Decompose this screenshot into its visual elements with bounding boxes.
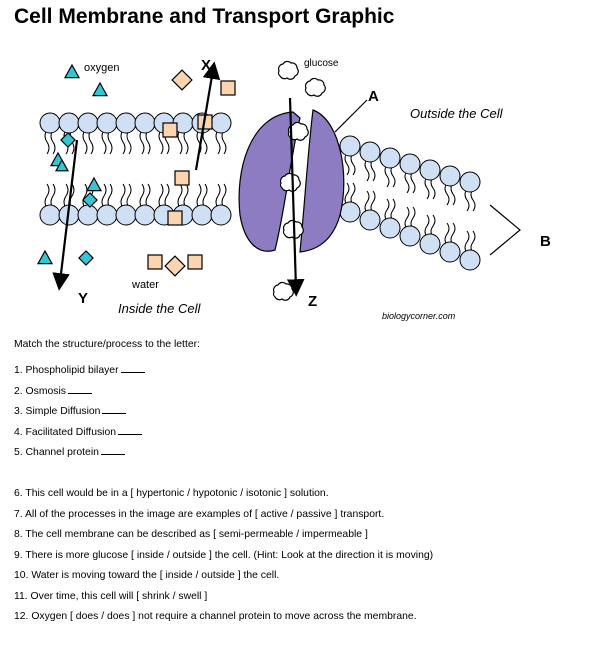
- letter-y: Y: [78, 290, 88, 307]
- phospholipid-head: [39, 112, 61, 134]
- phospholipid-head: [359, 141, 381, 163]
- glucose-label: glucose: [304, 58, 339, 69]
- phospholipid-head: [379, 217, 401, 239]
- phospholipid-head: [210, 204, 232, 226]
- water-molecule: [167, 210, 183, 226]
- glucose-molecule: [277, 60, 299, 80]
- phospholipid-head: [459, 249, 481, 271]
- membrane-diagram: oxygen glucose water Outside the Cell In…: [36, 57, 551, 321]
- transport-arrows: [52, 61, 521, 297]
- answer-blank[interactable]: [102, 404, 127, 414]
- glucose-molecule: [272, 281, 294, 301]
- letter-b: B: [540, 233, 551, 250]
- phospholipid-head: [115, 204, 137, 226]
- oxygen-molecule: [78, 250, 94, 266]
- oxygen-molecule: [85, 176, 103, 192]
- question-item: 8. The cell membrane can be described as…: [14, 529, 368, 540]
- question-list: 6. This cell would be in a [ hypertonic …: [14, 486, 433, 630]
- phospholipid-head: [77, 204, 99, 226]
- oxygen-label: oxygen: [84, 62, 119, 74]
- outside-cell-label: Outside the Cell: [410, 106, 504, 121]
- answer-blank[interactable]: [120, 363, 145, 373]
- phospholipid-head: [39, 204, 61, 226]
- phospholipid-head: [96, 112, 118, 134]
- question-item: 11. Over time, this cell will [ shrink /…: [14, 590, 208, 602]
- oxygen-molecule: [82, 192, 98, 208]
- answer-blank[interactable]: [118, 425, 143, 435]
- water-molecule: [147, 254, 163, 270]
- water-molecule: [171, 69, 193, 91]
- glucose-molecule: [304, 77, 326, 97]
- water-molecule: [187, 254, 203, 270]
- phospholipid-head: [419, 159, 441, 181]
- oxygen-molecule: [54, 158, 70, 172]
- phospholipid-head: [134, 112, 156, 134]
- question-item: 9. There is more glucose [ inside / outs…: [14, 549, 434, 561]
- phospholipid-head: [399, 153, 421, 175]
- match-item: 2. Osmosis: [14, 384, 145, 405]
- match-item: 1. Phospholipid bilayer: [14, 363, 145, 384]
- answer-blank[interactable]: [100, 445, 125, 455]
- page-title: Cell Membrane and Transport Graphic: [14, 5, 395, 28]
- phospholipid-head: [339, 201, 361, 223]
- match-item: 3. Simple Diffusion: [14, 404, 145, 425]
- oxygen-molecule: [91, 81, 109, 97]
- glucose-molecule: [279, 172, 301, 192]
- water-molecule: [164, 255, 186, 277]
- letter-a: A: [368, 88, 379, 105]
- phospholipid-head: [419, 233, 441, 255]
- question-item: 6. This cell would be in a [ hypertonic …: [14, 488, 329, 499]
- phospholipid-head: [399, 225, 421, 247]
- phospholipid-head: [439, 241, 461, 263]
- channel-protein: [238, 109, 345, 253]
- phospholipid-head: [339, 135, 361, 157]
- letter-z: Z: [308, 293, 317, 310]
- phospholipid-head: [379, 147, 401, 169]
- match-prompt: Match the structure/process to the lette…: [14, 339, 200, 350]
- phospholipid-head: [96, 204, 118, 226]
- water-molecule: [162, 122, 178, 138]
- match-item: 5. Channel protein: [14, 445, 145, 466]
- question-item: 7. All of the processes in the image are…: [14, 508, 385, 520]
- phospholipid-head: [134, 204, 156, 226]
- phospholipid-head: [459, 171, 481, 193]
- match-item: 4. Facilitated Diffusion: [14, 425, 145, 446]
- oxygen-molecule: [63, 63, 81, 79]
- answer-blank[interactable]: [67, 384, 92, 394]
- phospholipid-head: [359, 209, 381, 231]
- water-molecule: [220, 80, 236, 96]
- inside-cell-label: Inside the Cell: [118, 301, 201, 316]
- water-molecule: [174, 170, 190, 186]
- oxygen-molecule: [60, 132, 76, 148]
- phospholipid-head: [191, 204, 213, 226]
- question-item: 12. Oxygen [ does / does ] not require a…: [14, 611, 417, 622]
- credit-label: biologycorner.com: [382, 311, 456, 321]
- phospholipid-head: [210, 112, 232, 134]
- water-label: water: [131, 279, 159, 291]
- phospholipid-head: [439, 165, 461, 187]
- phospholipid-head: [77, 112, 99, 134]
- phospholipid-head: [115, 112, 137, 134]
- oxygen-molecule: [36, 249, 54, 265]
- match-list: 1. Phospholipid bilayer 2. Osmosis 3. Si…: [14, 363, 145, 466]
- question-item: 10. Water is moving toward the [ inside …: [14, 570, 280, 581]
- phospholipid-head: [58, 112, 80, 134]
- letter-x: X: [201, 57, 211, 74]
